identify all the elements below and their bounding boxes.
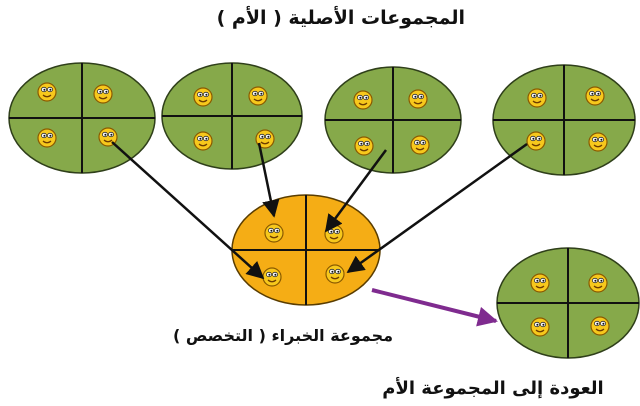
smiley-face-icon <box>410 135 430 155</box>
smiley-face-icon <box>585 86 605 106</box>
smiley-face-icon <box>353 90 373 110</box>
smiley-face-icon <box>408 89 428 109</box>
smiley-face-icon <box>264 223 284 243</box>
smiley-face-icon <box>527 88 547 108</box>
expert-group-label: مجموعة الخبراء ( التخصص ) <box>172 326 394 345</box>
arrow-home4-to-expert <box>346 142 528 274</box>
returned-home-group <box>496 247 640 359</box>
smiley-face-icon <box>93 84 113 104</box>
home-group-1 <box>8 62 156 174</box>
arrow-home1-to-expert <box>111 141 265 280</box>
top-title: المجموعات الأصلية ( الأم ) <box>216 7 465 29</box>
smiley-face-icon <box>325 264 345 284</box>
home-group-4 <box>492 64 636 176</box>
smiley-face-icon <box>193 87 213 107</box>
smiley-face-icon <box>590 316 610 336</box>
smiley-face-icon <box>37 82 57 102</box>
arrow-return-to-home <box>371 288 498 327</box>
smiley-face-icon <box>354 136 374 156</box>
return-group-label: العودة إلى المجموعة الأم <box>382 378 604 399</box>
smiley-face-icon <box>262 267 282 287</box>
expert-group <box>231 194 381 306</box>
smiley-face-icon <box>255 129 275 149</box>
smiley-face-icon <box>526 131 546 151</box>
smiley-face-icon <box>588 273 608 293</box>
smiley-face-icon <box>530 317 550 337</box>
home-group-2 <box>161 62 303 170</box>
smiley-face-icon <box>530 273 550 293</box>
smiley-face-icon <box>588 132 608 152</box>
arrow-home2-to-expert <box>257 142 280 218</box>
arrow-home3-to-expert <box>324 149 388 233</box>
smiley-face-icon <box>193 131 213 151</box>
smiley-face-icon <box>37 128 57 148</box>
home-group-3 <box>324 66 462 174</box>
smiley-face-icon <box>248 86 268 106</box>
